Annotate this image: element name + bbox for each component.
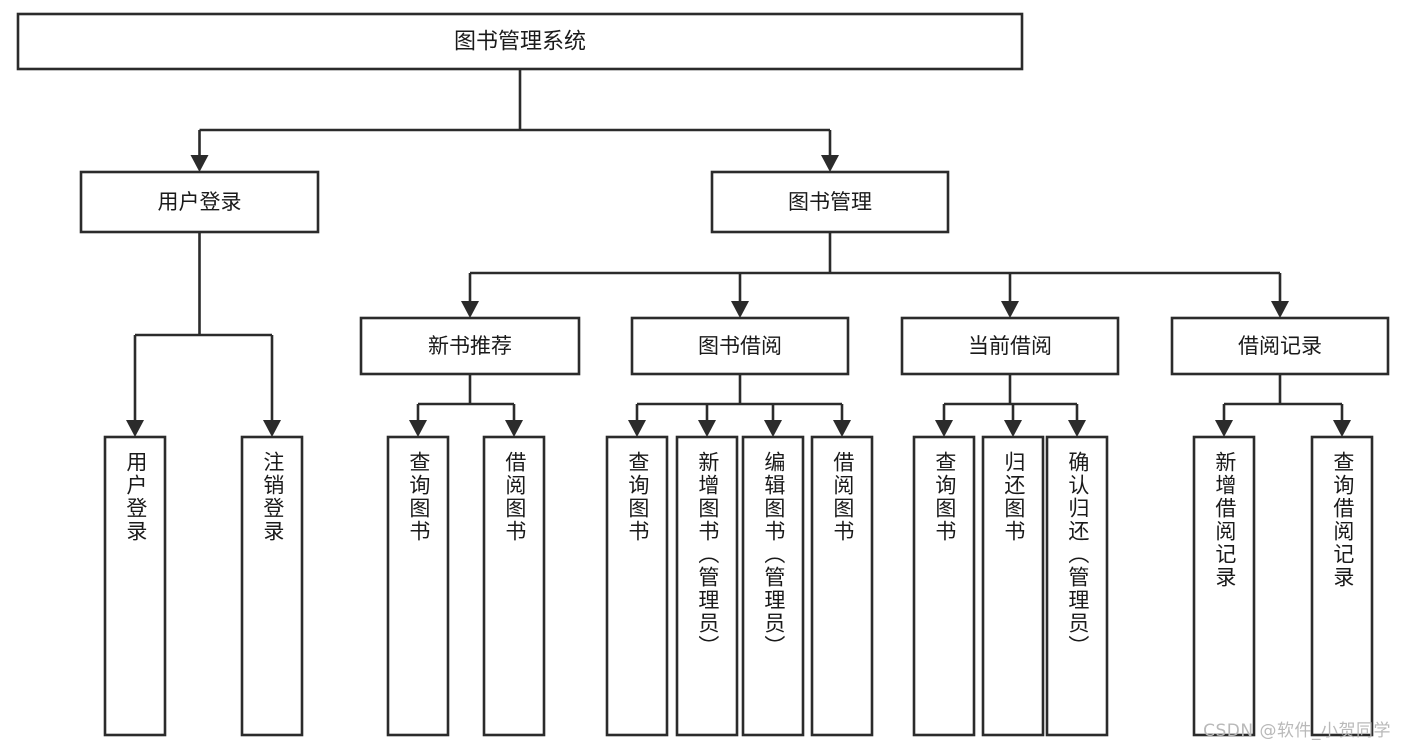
node-e5bd93e5898de5809fe99885-box[interactable] [900,316,1120,376]
node-e69fa5e8afa2e59bbee4b9a6-box[interactable] [386,435,450,737]
arrow-head-icon [1068,420,1086,437]
node-e7bc96e8be91e59bbee4b9a6-box[interactable] [741,435,805,737]
node-e59bbee4b9a6e7aea1e79086-box[interactable] [16,12,1024,71]
node-e794a8e688b7e799bbe5bd95-label: 用户登录 [158,190,242,214]
arrow-head-icon [821,155,839,172]
node-e69fa5e8afa2e59bbee4b9a6-box[interactable] [605,435,669,737]
node-e59bbee4b9a6e5809fe99885-label: 图书借阅 [698,334,782,358]
node-e5809fe99885e59bbee4b9a6-box[interactable] [810,435,874,737]
node-e696b0e4b9a6e68ea8e88d90-label: 新书推荐 [428,334,512,358]
node-e69fa5e8afa2e59bbee4b9a6-box[interactable] [912,435,976,737]
node-e794a8e688b7e799bbe5bd95-box[interactable] [103,435,167,737]
arrow-head-icon [1333,420,1351,437]
arrow-head-icon [126,420,144,437]
node-e7a1aee8aea4e5bd92e8bf98-box[interactable] [1045,435,1109,737]
node-e5809fe99885e8aeb0e5bd95-label: 借阅记录 [1238,334,1322,358]
node-e59bbee4b9a6e7aea1e79086-box[interactable] [710,170,950,234]
connectors-layer [126,69,1351,437]
node-e69fa5e8afa2e5809fe99885-box[interactable] [1310,435,1374,737]
arrow-head-icon [1004,420,1022,437]
node-e6b3a8e99480e799bbe5bd95-box[interactable] [240,435,304,737]
node-e696b0e5a29ee5809fe99885-box[interactable] [1192,435,1256,737]
arrow-head-icon [190,155,209,172]
node-e59bbee4b9a6e7aea1e79086-label: 图书管理系统 [454,30,586,55]
csdn-watermark: CSDN @软件_小贺同学 [1203,721,1391,741]
arrow-head-icon [1215,420,1233,437]
arrow-head-icon [505,420,523,437]
arrow-head-icon [263,420,281,437]
arrow-head-icon [628,420,646,437]
arrow-head-icon [935,420,953,437]
node-e5809fe99885e59bbee4b9a6-box[interactable] [482,435,546,737]
arrow-head-icon [409,420,427,437]
arrow-head-icon [833,420,851,437]
node-e59bbee4b9a6e5809fe99885-box[interactable] [630,316,850,376]
arrow-head-icon [461,301,479,318]
node-e696b0e5a29ee59bbee4b9a6-box[interactable] [675,435,739,737]
node-e5bd92e8bf98e59bbee4b9a6-box[interactable] [981,435,1045,737]
arrow-head-icon [731,301,749,318]
node-e5bd93e5898de5809fe99885-label: 当前借阅 [968,334,1052,358]
arrow-head-icon [1001,301,1019,318]
arrow-head-icon [764,420,782,437]
arrow-head-icon [1271,301,1289,318]
boxes-layer [16,12,1390,737]
node-e696b0e4b9a6e68ea8e88d90-box[interactable] [359,316,581,376]
node-e794a8e688b7e799bbe5bd95-box[interactable] [79,170,320,234]
node-e5809fe99885e8aeb0e5bd95-box[interactable] [1170,316,1390,376]
arrow-head-icon [698,420,716,437]
node-e59bbee4b9a6e7aea1e79086-label: 图书管理 [788,190,872,214]
